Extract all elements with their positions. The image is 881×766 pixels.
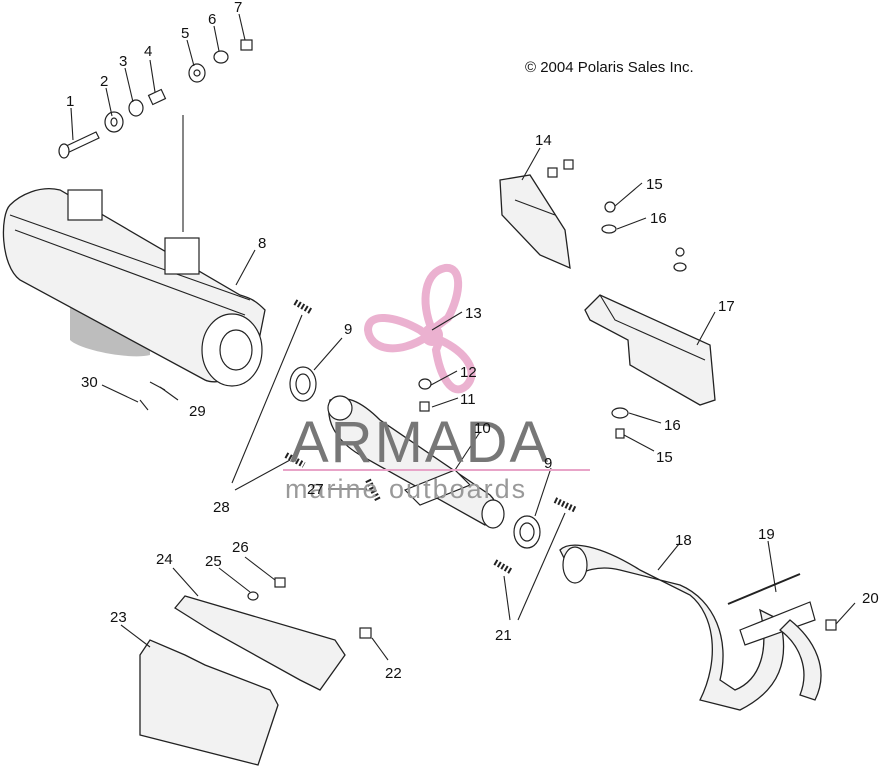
- callout-28: 28: [213, 499, 230, 516]
- callout-14: 14: [535, 132, 552, 149]
- callout-4: 4: [144, 43, 152, 60]
- callout-10: 10: [474, 420, 491, 437]
- callout-25: 25: [205, 553, 222, 570]
- heat-shield-part-17: [584, 294, 716, 439]
- callout-27: 27: [307, 481, 324, 498]
- callout-11: 11: [460, 391, 476, 408]
- callout-16-upper: 16: [650, 210, 667, 227]
- bracket-part-14: [499, 159, 687, 272]
- leader-lines: [70, 13, 856, 661]
- callout-13: 13: [465, 305, 482, 322]
- callout-16-lower: 16: [664, 417, 681, 434]
- callout-29: 29: [189, 403, 206, 420]
- callout-15-upper: 15: [646, 176, 663, 193]
- callout-21: 21: [495, 627, 512, 644]
- callout-labels: 1 2 3 4 5 6 7 8 9 10 11 12 13 14 15 16 1…: [66, 0, 879, 682]
- callout-22: 22: [385, 665, 402, 682]
- callout-26: 26: [232, 539, 249, 556]
- callout-12: 12: [460, 364, 477, 381]
- copyright-notice: © 2004 Polaris Sales Inc.: [525, 59, 694, 76]
- muffler-part-8: [2, 188, 266, 387]
- callout-5: 5: [181, 25, 189, 42]
- watermark-brand-text: ARMADA: [290, 410, 550, 475]
- exhaust-manifold-part-18: [559, 544, 837, 711]
- watermark-tagline-text: marine outboards: [285, 474, 527, 504]
- callout-7: 7: [234, 0, 242, 16]
- callout-17: 17: [718, 298, 735, 315]
- callout-1: 1: [66, 93, 74, 110]
- callout-19: 19: [758, 526, 775, 543]
- callout-23: 23: [110, 609, 127, 626]
- heat-shields-parts-23-24: [139, 378, 432, 766]
- head-pipe-part-10: [327, 395, 505, 529]
- callout-6: 6: [208, 11, 216, 28]
- watermark-propeller-logo: [363, 264, 476, 394]
- callout-9-upper: 9: [344, 321, 352, 338]
- hardware-parts-1-to-7: [58, 39, 253, 232]
- callout-24: 24: [156, 551, 173, 568]
- callout-8: 8: [258, 235, 266, 252]
- callout-30: 30: [81, 374, 98, 391]
- callout-15-lower: 15: [656, 449, 673, 466]
- gaskets-springs-center: [284, 299, 578, 575]
- callout-18: 18: [675, 532, 692, 549]
- callout-3: 3: [119, 53, 127, 70]
- callout-2: 2: [100, 73, 108, 90]
- callout-20: 20: [862, 590, 879, 607]
- callout-9-lower: 9: [544, 455, 552, 472]
